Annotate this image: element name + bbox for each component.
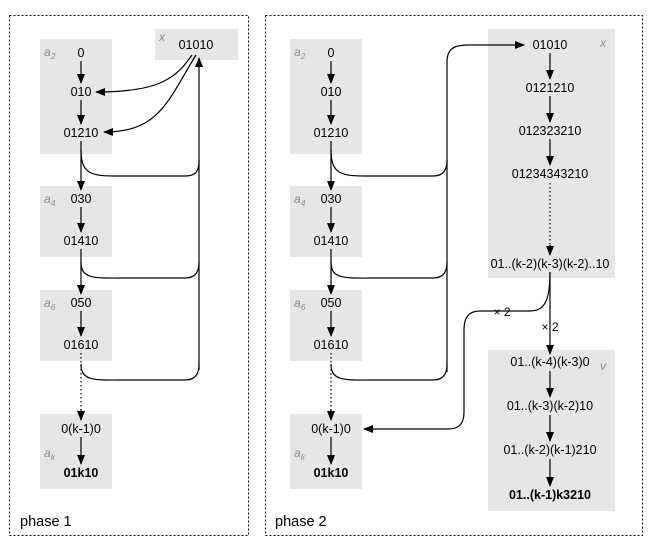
- p2-group-a4-label: a4: [294, 192, 306, 208]
- p1-edge-01410-x: [80, 261, 200, 279]
- phase-1-panel: [9, 15, 249, 536]
- p2-edge-x-to-ak: [363, 271, 551, 433]
- p1-node-01410: 01410: [64, 234, 99, 248]
- p2-group-a4-box: [290, 186, 362, 257]
- p2-v-node-3: 01..(k-2)(k-1)210: [503, 443, 596, 457]
- p2-group-ak-box: [290, 414, 362, 489]
- p1-node-01610: 01610: [64, 338, 99, 352]
- p2-group-x-label: x: [599, 36, 607, 50]
- p2-edge-01610-x: [330, 363, 448, 381]
- p2-v-node-4: 01..(k-1)k3210: [509, 488, 591, 502]
- p1-node-030: 030: [71, 192, 92, 206]
- phase-2-title: phase 2: [275, 514, 327, 530]
- p2-v-node-1: 01..(k-4)(k-3)0: [510, 355, 589, 369]
- p1-group-a2-box: [40, 39, 112, 154]
- p1-group-a6-box: [40, 290, 112, 361]
- p2-edge-01210-x: [330, 149, 448, 177]
- p2-node-01k10: 01k10: [314, 466, 349, 480]
- p1-edge-01210-x: [80, 149, 200, 177]
- p2-x-node-01010: 01010: [533, 38, 568, 52]
- p1-group-a4-box: [40, 186, 112, 257]
- p2-edge-01410-x: [330, 261, 448, 279]
- p2-node-01210: 01210: [314, 126, 349, 140]
- p2-group-ak-label: ak: [294, 446, 306, 462]
- p2-node-050: 050: [321, 296, 342, 310]
- p2-x-node-general: 01..(k-2)(k-3)(k-2)..10: [491, 257, 610, 271]
- p2-group-v-label: v: [600, 359, 607, 373]
- p1-node-0: 0: [78, 46, 85, 60]
- p2-group-a2-label: a2: [294, 45, 306, 61]
- p2-node-0k-10: 0(k-1)0: [311, 422, 351, 436]
- phase-1-title: phase 1: [20, 514, 72, 530]
- p2-mult-down: × 2: [541, 320, 558, 334]
- p2-edge-up-to-x: [446, 41, 525, 372]
- p1-node-010: 010: [71, 85, 92, 99]
- p1-group-x-box: [155, 29, 238, 60]
- p2-group-a6-box: [290, 290, 362, 361]
- p2-node-030: 030: [321, 192, 342, 206]
- p2-node-010: 010: [321, 85, 342, 99]
- p2-x-node-01234343210: 01234343210: [512, 167, 589, 181]
- p1-node-x-01010: 01010: [179, 38, 214, 52]
- p1-node-01210: 01210: [64, 126, 99, 140]
- p1-node-0k-10: 0(k-1)0: [61, 422, 101, 436]
- p2-x-node-012323210: 012323210: [519, 124, 582, 138]
- p1-group-ak-label: ak: [44, 446, 56, 462]
- p1-group-a6-label: a6: [44, 296, 56, 312]
- p1-edge-01610-x: [80, 363, 200, 381]
- p1-node-01k10: 01k10: [64, 466, 99, 480]
- p2-group-v-box: [488, 350, 615, 511]
- phase-2-panel: [265, 15, 643, 536]
- p2-node-01410: 01410: [314, 234, 349, 248]
- p1-group-ak-box: [40, 414, 112, 489]
- p2-group-a6-label: a6: [294, 296, 306, 312]
- p2-group-a2-box: [290, 39, 362, 154]
- p2-v-node-2: 01..(k-3)(k-2)10: [507, 399, 593, 413]
- p1-group-a4-label: a4: [44, 192, 56, 208]
- p2-mult-left: × 2: [493, 305, 510, 319]
- p1-node-050: 050: [71, 296, 92, 310]
- p2-node-01610: 01610: [314, 338, 349, 352]
- p1-edge-x-010: [95, 54, 193, 96]
- p2-group-x-box: [488, 29, 615, 278]
- p1-group-a2-label: a2: [44, 45, 56, 61]
- p2-node-0: 0: [328, 46, 335, 60]
- p2-x-node-0121210: 0121210: [526, 81, 575, 95]
- p1-edge-x-01210: [103, 54, 197, 136]
- p1-group-x-label: x: [158, 30, 166, 44]
